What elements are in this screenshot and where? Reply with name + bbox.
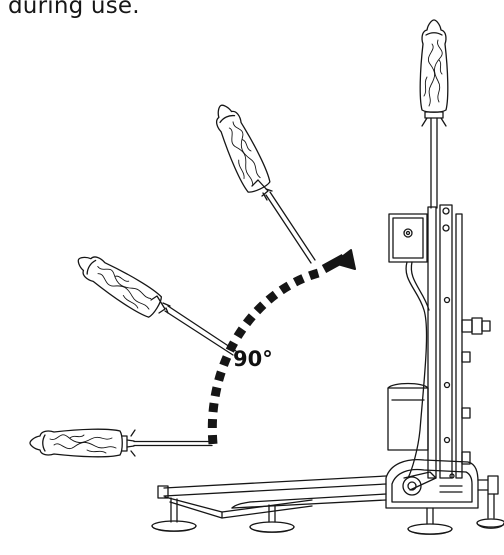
rotation-arc <box>207 249 356 445</box>
angle-label: 90° <box>233 347 273 371</box>
attachment-30-degrees <box>70 246 237 356</box>
machine-stand <box>151 204 504 535</box>
attachment-vertical <box>419 19 449 209</box>
attachment-60-degrees <box>207 98 316 264</box>
caption-fragment: during use. <box>8 0 140 19</box>
attachment-horizontal <box>29 428 213 458</box>
